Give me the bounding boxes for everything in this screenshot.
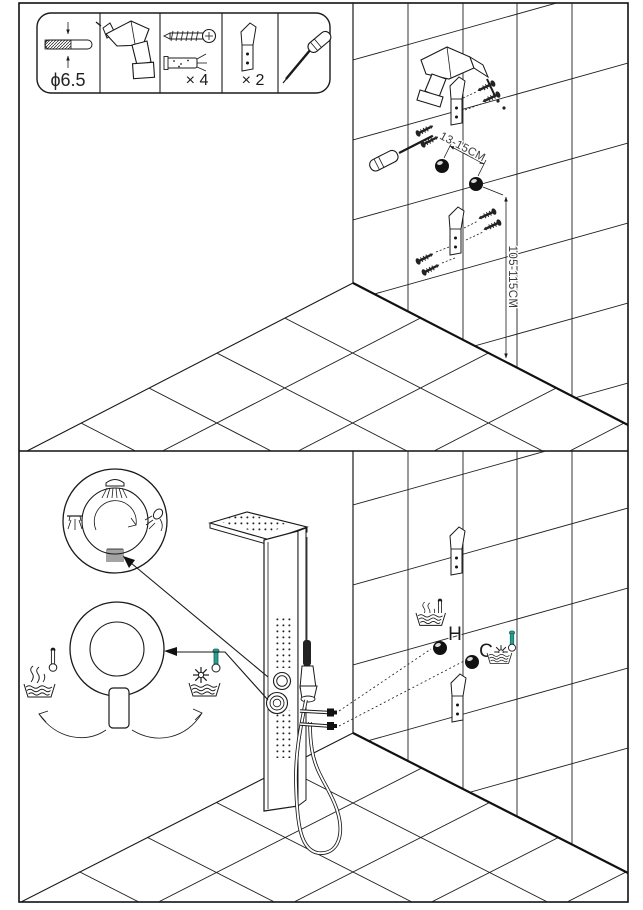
wall-floor-junction-right-bottom xyxy=(352,732,629,874)
power-drill-icon xyxy=(95,20,156,80)
lever-handle[interactable] xyxy=(108,687,130,729)
step1-scene: 13-15CM 105-115CM xyxy=(369,46,519,359)
tiled-wall-top xyxy=(353,3,628,425)
screwdriver-icon xyxy=(282,30,332,84)
handshower-mode-icon xyxy=(144,508,164,532)
rain-mode-icon xyxy=(101,479,128,499)
jets-mode-icon xyxy=(67,515,83,530)
screw xyxy=(480,90,502,106)
supply-outlet-left xyxy=(435,159,449,173)
body-jets-upper xyxy=(274,618,292,668)
hot-supply-knob xyxy=(433,641,447,655)
page-border xyxy=(18,2,629,903)
screwdriver xyxy=(369,134,434,172)
shower-panel xyxy=(208,511,465,855)
hot-label: H xyxy=(448,624,462,645)
hot-water-icon xyxy=(23,647,58,698)
swing-arrow-right xyxy=(131,712,203,739)
temperature-knob[interactable] xyxy=(265,691,289,715)
step2-wall-fittings: H C xyxy=(415,526,516,723)
tiled-wall-bottom xyxy=(353,451,628,873)
cold-supply-knob xyxy=(465,655,479,669)
dim-horizontal-label: 13-15CM xyxy=(437,130,487,164)
hand-shower xyxy=(299,537,318,703)
panel-column-front xyxy=(263,530,299,812)
diverter-dial-detail xyxy=(62,468,269,678)
anchor-qty-label: × 4 xyxy=(186,72,209,89)
lower-wall-bracket xyxy=(450,673,467,723)
hose-outlet-cold xyxy=(299,722,337,730)
diverter-knob[interactable] xyxy=(272,671,292,691)
temperature-lever-detail xyxy=(23,601,269,739)
callout-line-lever xyxy=(173,651,269,701)
supply-outlet-right xyxy=(469,177,483,191)
screw xyxy=(481,218,503,234)
drill-bit-diameter-icon xyxy=(44,22,93,68)
screw xyxy=(420,261,442,277)
wall-floor-junction-left-top xyxy=(26,282,354,452)
parts-box: ϕ6.5 × 4 xyxy=(36,12,332,94)
leader-to-cold xyxy=(338,660,465,727)
power-drill xyxy=(416,46,506,110)
screw-and-anchor-icon xyxy=(162,28,217,72)
shower-hose xyxy=(294,699,342,855)
hot-water-icon xyxy=(415,598,446,626)
lower-bracket xyxy=(448,206,465,256)
callout-arrowhead xyxy=(164,647,177,656)
dim-vertical-label: 105-115CM xyxy=(506,246,518,309)
waterfall-mode-icon xyxy=(106,548,124,562)
rotate-clockwise-icon xyxy=(93,500,137,531)
callout-arrowhead xyxy=(123,556,135,568)
drill-bit-diameter-label: ϕ6.5 xyxy=(50,70,85,90)
wall-floor-junction-right-top xyxy=(352,282,629,426)
cold-water-icon xyxy=(188,648,221,697)
swing-arrow-left xyxy=(38,713,107,739)
dimension-105-115cm: 105-115CM xyxy=(482,186,519,359)
body-jets-lower xyxy=(274,710,292,758)
callout-line-diverter xyxy=(130,562,269,678)
hose-outlet-hot xyxy=(299,708,337,717)
leader-to-hot xyxy=(338,648,432,712)
screw xyxy=(414,250,436,266)
screw xyxy=(476,207,498,223)
bracket-qty-label: × 2 xyxy=(242,72,265,89)
